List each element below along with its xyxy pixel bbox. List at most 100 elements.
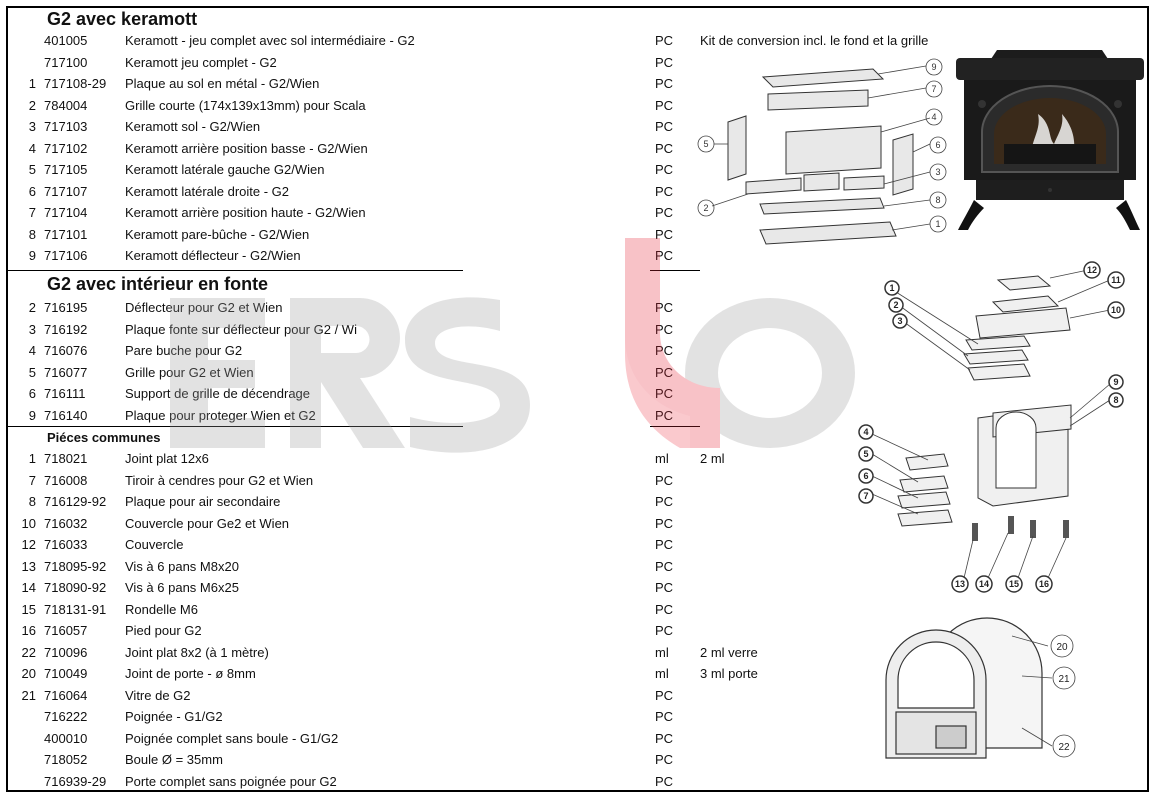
part-description: Grille courte (174x139x13mm) pour Scala [125,97,366,113]
callout-label: 4 [863,427,868,437]
part-reference: 717101 [44,226,88,242]
unit-label: PC [655,752,674,767]
callout-label: 8 [935,195,940,205]
item-number: 7 [28,472,36,488]
unit-label: PC [655,300,674,315]
callout-label: 2 [893,300,898,310]
unit-label: PC [655,730,674,746]
stove-photo [956,50,1144,230]
unit-label: PC [655,773,674,789]
callout-label: 9 [1113,377,1118,387]
unit-label: PC [655,580,674,595]
callout-label: 3 [897,316,902,326]
fonte-exploded-diagram: 12 11 1 2 3 10 9 8 4 5 6 7 13 14 15 16 [858,261,1125,593]
part-reference: 716032 [44,515,88,531]
callout-label: 16 [1039,579,1049,589]
part-reference: 716076 [44,343,88,358]
item-number: 9 [28,248,36,263]
part-description: Plaque pour proteger Wien et G2 [125,407,316,423]
item-number: 1 [28,451,36,466]
note-text: 2 ml verre [700,644,758,660]
item-number: 8 [28,494,36,509]
callout-label: 5 [863,449,868,459]
item-number: 10 [21,515,36,531]
item-number: 20 [21,666,36,681]
section-divider [8,426,463,427]
callout-label: 1 [935,219,940,229]
page-frame [6,6,1149,792]
part-reference: 717105 [44,162,88,177]
unit-label: PC [655,687,674,703]
part-description: Keramott pare-bûche - G2/Wien [125,226,310,242]
unit-label: PC [655,162,674,177]
section-divider [8,270,463,271]
part-description: Poignée - G1/G2 [125,709,223,724]
callout-label: 5 [703,139,708,149]
part-description: Pare buche pour G2 [125,343,243,358]
part-reference: 401005 [44,33,88,48]
item-number: 3 [28,321,36,337]
item-number: 6 [28,386,36,401]
item-number: 12 [21,537,36,552]
part-description: Joint plat 12x6 [125,451,209,466]
part-description: Keramott latérale gauche G2/Wien [125,162,325,177]
callout-label: 3 [935,167,940,177]
section-divider [650,426,700,427]
unit-label: ml [655,666,669,681]
callout-label: 7 [931,84,936,94]
note-text: Kit de conversion incl. le fond et la gr… [700,33,929,48]
item-number: 3 [28,119,36,134]
part-description: Vitre de G2 [125,687,191,703]
callout-label: 4 [931,112,936,122]
part-description: Keramott arrière position haute - G2/Wie… [125,205,366,220]
unit-label: PC [655,140,674,156]
part-reference: 717102 [44,140,88,156]
callout-label: 9 [931,62,936,72]
part-description: Rondelle M6 [125,601,198,617]
part-description: Couvercle [125,537,184,552]
unit-label: PC [655,407,674,423]
part-description: Keramott déflecteur - G2/Wien [125,248,301,263]
part-description: Couvercle pour Ge2 et Wien [125,515,290,531]
callout-label: 10 [1111,305,1121,315]
part-reference: 710096 [44,644,88,660]
part-reference: 716129-92 [44,494,107,509]
item-number: 8 [28,226,36,242]
section-title-fonte: G2 avec intérieur en fonte [47,274,269,294]
part-description: Porte complet sans poignée pour G2 [125,773,337,789]
part-reference: 716195 [44,300,88,315]
part-reference: 400010 [44,730,88,746]
part-reference: 716222 [44,709,88,724]
item-number: 9 [28,407,36,423]
keramott-exploded-diagram: 9 7 4 5 6 3 2 8 1 [697,58,947,245]
unit-label: PC [655,537,674,552]
callout-label: 21 [1058,674,1070,685]
unit-label: PC [655,76,674,91]
note-text: 2 ml [700,451,725,466]
part-description: Keramott jeu complet - G2 [125,54,277,70]
item-number: 7 [28,205,36,220]
part-reference: 716077 [44,364,88,380]
part-reference: 717104 [44,205,88,220]
section-divider [650,270,700,271]
part-description: Keramott arrière position basse - G2/Wie… [125,140,368,156]
unit-label: ml [655,644,669,660]
item-number: 6 [28,183,36,199]
part-reference: 716939-29 [44,773,107,789]
part-description: Keramott latérale droite - G2 [125,183,290,199]
callout-label: 6 [863,471,868,481]
